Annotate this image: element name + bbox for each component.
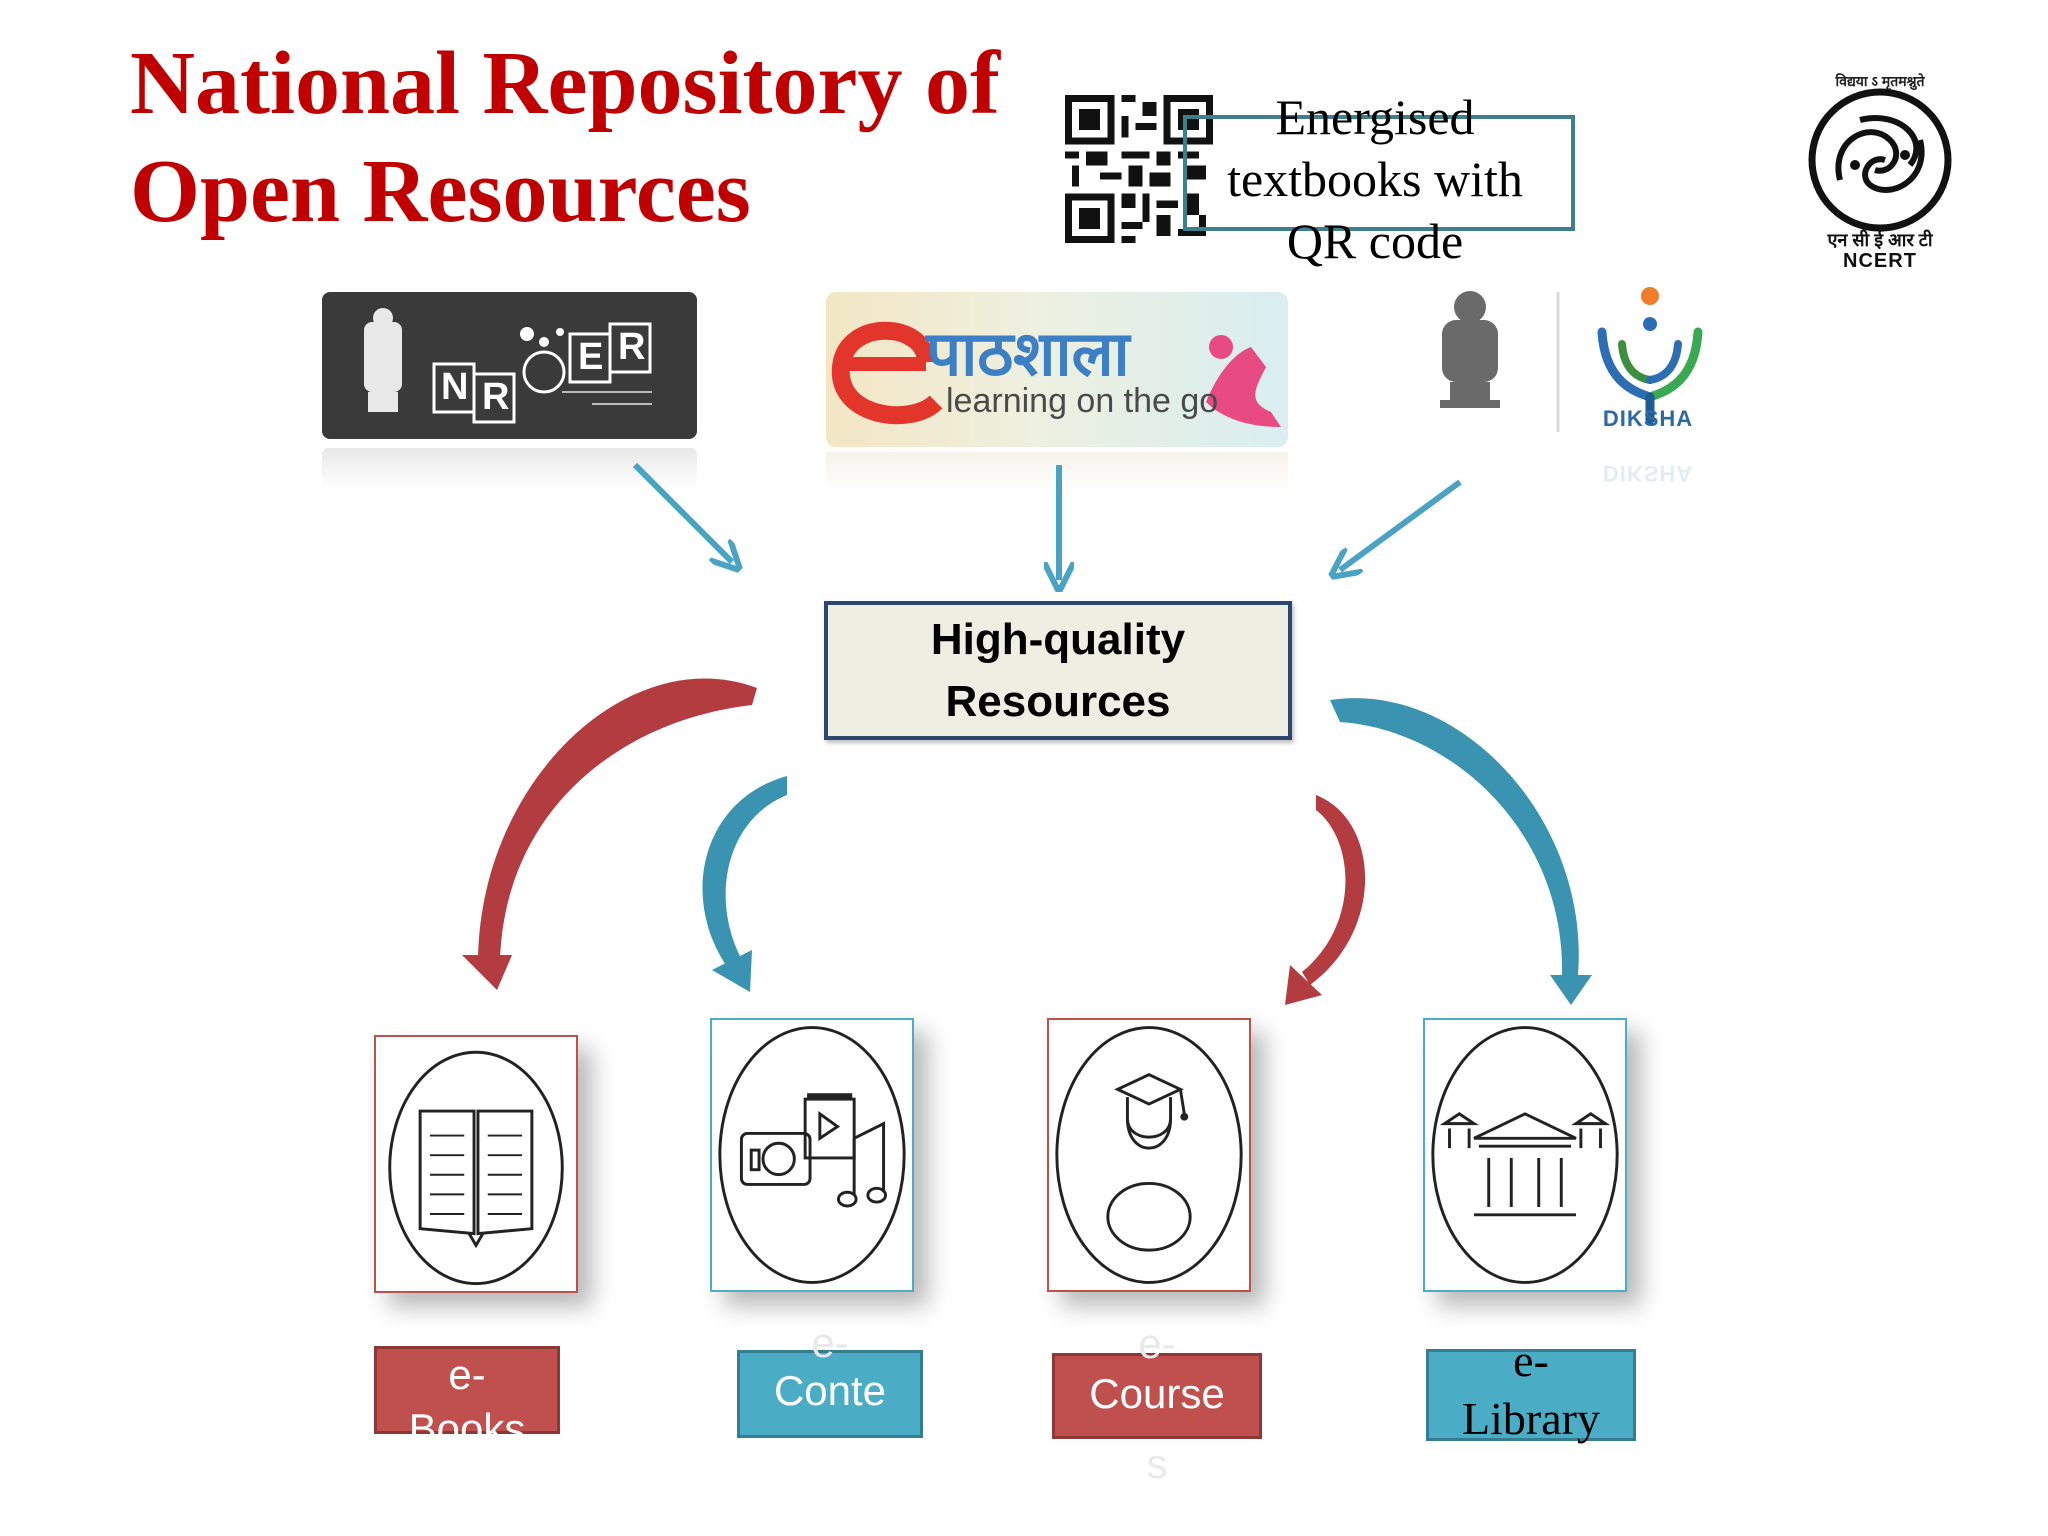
high-quality-resources-box: High-quality Resources [824, 601, 1292, 740]
library-building-icon [1431, 1026, 1619, 1284]
curved-arrow-ebooks [478, 678, 757, 960]
elibrary-label-top: e- [1513, 1335, 1549, 1386]
qr-code-icon [1065, 95, 1213, 243]
epathshala-logo: पाठशाला learning on the go [826, 292, 1288, 447]
nroer-logo: N R E R [322, 292, 697, 439]
nroer-letter: R [618, 326, 646, 368]
ncert-logo-icon [1808, 88, 1952, 232]
econtent-card [710, 1018, 914, 1292]
arrow-diksha [1340, 479, 1462, 570]
ecourses-card [1047, 1018, 1251, 1292]
epathshala-title: पाठशाला [926, 320, 1130, 389]
ecourses-label-top: e- [1138, 1320, 1176, 1367]
epathshala-e-icon [831, 321, 1281, 427]
arrow-nroer [632, 462, 732, 562]
center-line-1: High-quality [930, 614, 1186, 664]
curved-arrow-elibrary [1330, 698, 1579, 975]
curved-arrow-econtent [702, 776, 787, 968]
curved-arrow-ecourses [1302, 795, 1366, 985]
nroer-letter: R [482, 376, 510, 418]
econtent-label-top: e- [811, 1319, 849, 1366]
page-title: National Repository of Open Resources [130, 34, 1000, 241]
elibrary-label-main: Library [1462, 1393, 1600, 1444]
camera-music-icon [718, 1026, 906, 1284]
elibrary-card [1423, 1018, 1627, 1292]
ncert-motto: विद्यया ऽ मृतमश्नुते [1835, 73, 1925, 89]
ecourses-label-bottom: s [1146, 1440, 1168, 1487]
ebooks-label: e- Books [374, 1346, 560, 1452]
ncert-name-hindi: एन सी ई आर टी [1827, 230, 1933, 250]
graduate-icon [1055, 1026, 1243, 1284]
epathshala-tagline: learning on the go [946, 382, 1219, 420]
econtent-label: e- Conte [737, 1319, 923, 1438]
qr-caption: Energised textbooks with QR code [1227, 89, 1523, 269]
diksha-label: DIKSHA [1602, 406, 1694, 431]
ebooks-label-top: e- [448, 1351, 486, 1398]
open-book-icon [388, 1050, 564, 1286]
ecourses-label-main: Course [1089, 1370, 1225, 1417]
nroer-letter: N [441, 366, 469, 408]
elibrary-label: e- Library [1426, 1335, 1636, 1444]
nroer-emblem-icon [364, 308, 652, 424]
ebooks-card [374, 1035, 578, 1293]
econtent-label-main: Conte [773, 1367, 887, 1414]
ebooks-label-main: Books [408, 1405, 526, 1452]
nroer-letter: E [578, 336, 604, 378]
qr-caption-frame [1183, 115, 1575, 231]
center-line-2: Resources [945, 676, 1171, 726]
national-emblem-diksha-icon [1440, 287, 1703, 432]
ecourses-label: e- Course s [1052, 1320, 1262, 1487]
ncert-name: NCERT [1843, 250, 1917, 272]
